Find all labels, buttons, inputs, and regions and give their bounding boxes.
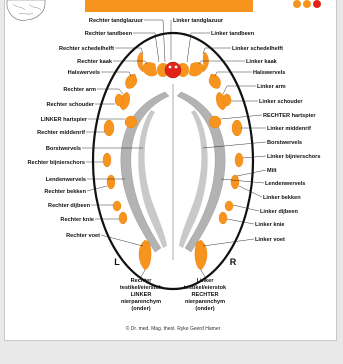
label-left-3: Halswervels	[68, 70, 100, 76]
label-left-1: Rechter schedelhelft	[59, 46, 114, 52]
label-top-right: Linker tandglazuur	[173, 18, 224, 24]
label-right-10: Milt	[267, 168, 277, 174]
bottom-left-line-3: nierparenchym	[121, 299, 161, 305]
label-left-13: Rechter knie	[60, 217, 94, 223]
label-left-11: Rechter bekken	[44, 189, 86, 195]
label-right-5: Linker schouder	[259, 99, 303, 105]
label-right-4: Linker arm	[257, 84, 286, 90]
bottom-right-line-4: (onder)	[195, 306, 214, 312]
label-left-0: Rechter tandbeen	[85, 31, 133, 37]
label-right-3: Halswervels	[253, 70, 285, 76]
label-right-12: Linker bekken	[263, 195, 301, 201]
label-right-9: Linker bijnierschors	[267, 154, 320, 160]
label-left-14: Rechter voet	[66, 233, 100, 239]
color-legend-icon	[293, 0, 321, 8]
label-left-5: Rechter schouder	[46, 102, 94, 108]
label-right-13: Linker dijbeen	[260, 209, 299, 215]
label-right-2: Linker kaak	[246, 59, 278, 65]
label-right-7: Linker middenrif	[267, 126, 311, 132]
bottom-left-line-2: LINKER	[131, 292, 152, 298]
label-right-0: Linker tandbeen	[211, 31, 255, 37]
bottom-left-line-0: Rechter	[131, 278, 153, 284]
label-right-6: RECHTER hartspier	[263, 113, 316, 119]
label-left-10: Lendenwervels	[46, 177, 86, 183]
tooth-enamel-relay	[165, 62, 181, 78]
label-left-12: Rechter dijbeen	[48, 203, 91, 209]
label-right-8: Borstwervels	[267, 140, 302, 146]
bottom-left-line-4: (onder)	[131, 306, 150, 312]
label-left-6: LINKER hartspier	[41, 117, 88, 123]
label-left-4: Rechter arm	[63, 87, 96, 93]
side-label-right: R	[230, 257, 237, 267]
bottom-right-line-1: testikel/eierstok	[184, 285, 227, 291]
brain-thumbnail-icon	[7, 0, 45, 20]
side-label-left: L	[114, 257, 120, 267]
label-left-8: Borstwervels	[46, 146, 81, 152]
label-right-11: Lendenwervels	[265, 181, 305, 187]
brain-relay-diagram: Rechter tandglazuur Linker tandglazuur R…	[5, 0, 336, 340]
bottom-right-line-0: Linker	[197, 278, 215, 284]
diagram-card: Rechter tandglazuur Linker tandglazuur R…	[4, 0, 337, 341]
label-right-14: Linker knie	[255, 222, 285, 228]
label-right-1: Linker schedelhelft	[232, 46, 283, 52]
label-top-left: Rechter tandglazuur	[89, 18, 144, 24]
label-left-7: Rechter middenrif	[37, 130, 85, 136]
label-left-2: Rechter kaak	[77, 59, 113, 65]
title-banner	[85, 0, 253, 12]
copyright-text: © Dr. med. Mag. theol. Ryke Geerd Hamer	[126, 325, 221, 332]
bottom-right-line-3: nierparenchym	[185, 299, 225, 305]
bottom-right-line-2: RECHTER	[191, 292, 218, 298]
bottom-left-line-1: testikel/eierstok	[120, 285, 163, 291]
label-left-9: Rechter bijnierschors	[27, 160, 85, 166]
label-right-15: Linker voet	[255, 237, 285, 243]
